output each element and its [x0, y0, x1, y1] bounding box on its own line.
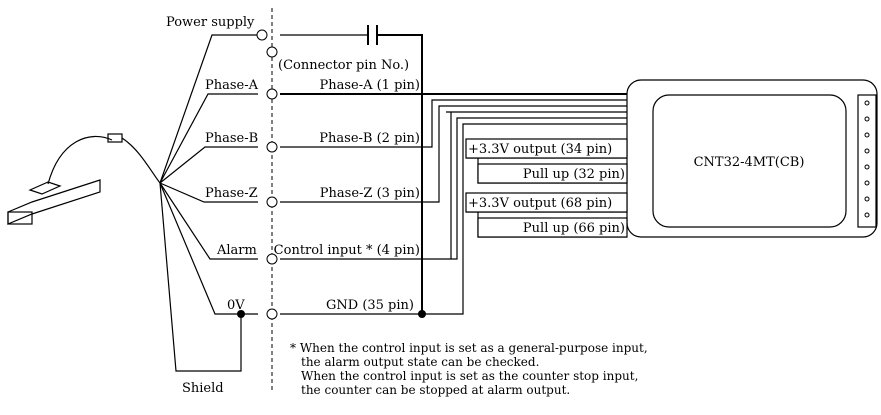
footnote-line-4: the counter can be stopped at alarm outp… [301, 383, 570, 397]
cable-to-bundle [121, 137, 161, 184]
board-connector-strip [857, 94, 877, 228]
label-pull32: Pull up (32 pin) [523, 167, 625, 182]
terminal-power-2 [266, 46, 278, 58]
sensor-head [28, 181, 62, 195]
wire-phase-b-out [280, 99, 627, 148]
label-pin-phase-z: Phase-Z (3 pin) [320, 186, 420, 201]
label-pull66: Pull up (66 pin) [523, 221, 625, 236]
wire-power [159, 34, 258, 184]
cable-connector [107, 133, 123, 143]
pin-dot [864, 148, 870, 154]
footnote-line-1: * When the control input is set as a gen… [290, 341, 648, 355]
label-out68: +3.3V output (68 pin) [468, 196, 612, 211]
terminal-phase-a [266, 88, 278, 100]
terminal-0v [266, 308, 278, 320]
pin-dot [864, 100, 870, 106]
label-pin-phase-a: Phase-A (1 pin) [319, 78, 420, 93]
label-connector-pin-no: (Connector pin No.) [278, 58, 409, 73]
pin-dot [864, 164, 870, 170]
junction-gnd [418, 310, 426, 318]
wire-phase-z-out [280, 105, 627, 203]
label-phase-z: Phase-Z [205, 186, 258, 201]
sensor-bar-end [7, 211, 33, 225]
board-inner [652, 94, 847, 228]
wire-fan [159, 34, 258, 372]
pin-boxes: +3.3V output (34 pin) Pull up (32 pin) +… [465, 138, 628, 238]
wire-phase-z [159, 182, 258, 203]
wire-shield [159, 182, 242, 372]
board: CNT32-4MT(CB) [626, 79, 878, 238]
terminals [237, 29, 426, 320]
box-out34 [465, 138, 628, 159]
terminal-power [256, 29, 268, 41]
sensor-cable [47, 135, 113, 185]
terminal-phase-b [266, 141, 278, 153]
wire-cap-to-gnd [377, 34, 423, 314]
wire-gnd-out [280, 123, 627, 315]
label-0v: 0V [227, 298, 245, 313]
label-phase-a: Phase-A [205, 78, 259, 93]
board-label: CNT32-4MT(CB) [694, 155, 805, 170]
label-pin-control: Control input * (4 pin) [274, 243, 420, 258]
wire-phase-b [159, 146, 258, 184]
footnote-line-2: the alarm output state can be checked. [301, 355, 539, 369]
footnote-line-3: When the control input is set as the cou… [301, 369, 638, 383]
terminal-alarm [266, 253, 278, 265]
label-shield: Shield [182, 381, 224, 396]
footnote: * When the control input is set as a gen… [290, 341, 648, 397]
terminal-phase-z [266, 196, 278, 208]
wire-alarm [159, 182, 258, 260]
label-pin-gnd: GND (35 pin) [326, 298, 414, 313]
pin-dot [864, 132, 870, 138]
label-alarm: Alarm [216, 243, 257, 258]
pin-dot [864, 196, 870, 202]
label-out34: +3.3V output (34 pin) [468, 142, 612, 157]
sensor-bar-top [7, 179, 101, 225]
encoder-sensor-icon [7, 133, 161, 225]
pin-dot [864, 212, 870, 218]
label-phase-b: Phase-B [205, 131, 258, 146]
wire-control-out [280, 117, 627, 260]
box-pull66 [477, 217, 628, 238]
box-out68 [465, 192, 628, 213]
pin-dot [864, 180, 870, 186]
pin-dot [864, 116, 870, 122]
junction-shield [237, 310, 245, 318]
box-pull32 [477, 163, 628, 184]
label-pin-phase-b: Phase-B (2 pin) [319, 131, 420, 146]
label-power-supply: Power supply [166, 15, 255, 30]
wire-phase-a [159, 93, 258, 184]
